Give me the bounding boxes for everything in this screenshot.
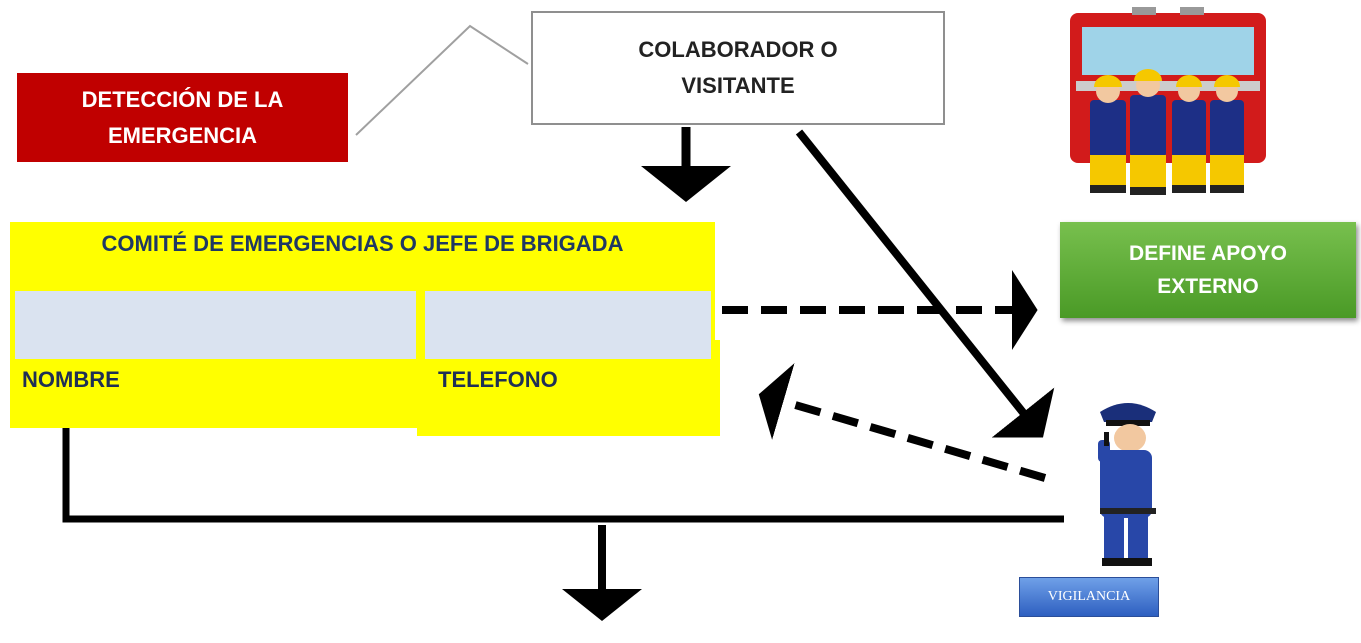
name-field (15, 291, 416, 359)
phone-field (425, 291, 711, 359)
detection-box: DETECCIÓN DE LA EMERGENCIA (17, 73, 348, 162)
security-guard-illustration (1098, 403, 1156, 566)
firefighters-illustration (1070, 7, 1266, 195)
security-label: VIGILANCIA (1047, 589, 1131, 604)
collaborator-label: COLABORADOR O VISITANTE (638, 37, 838, 98)
connector-nombre-to-security (62, 420, 1064, 523)
name-label: NOMBRE (22, 367, 120, 392)
external-support-box: DEFINE APOYO EXTERNO (1060, 222, 1356, 318)
external-support-label: DEFINE APOYO EXTERNO (1129, 242, 1287, 298)
collaborator-box: COLABORADOR O VISITANTE (531, 11, 945, 125)
detection-label: DETECCIÓN DE LA EMERGENCIA (81, 86, 284, 148)
callout-connector (355, 24, 529, 136)
committee-title: COMITÉ DE EMERGENCIAS O JEFE DE BRIGADA (101, 231, 624, 256)
security-label-box: VIGILANCIA (1019, 577, 1159, 617)
phone-label: TELEFONO (438, 367, 558, 392)
arrow-collab-to-security (795, 129, 1055, 438)
dashed-arrow-security-to-committee (758, 363, 1047, 482)
